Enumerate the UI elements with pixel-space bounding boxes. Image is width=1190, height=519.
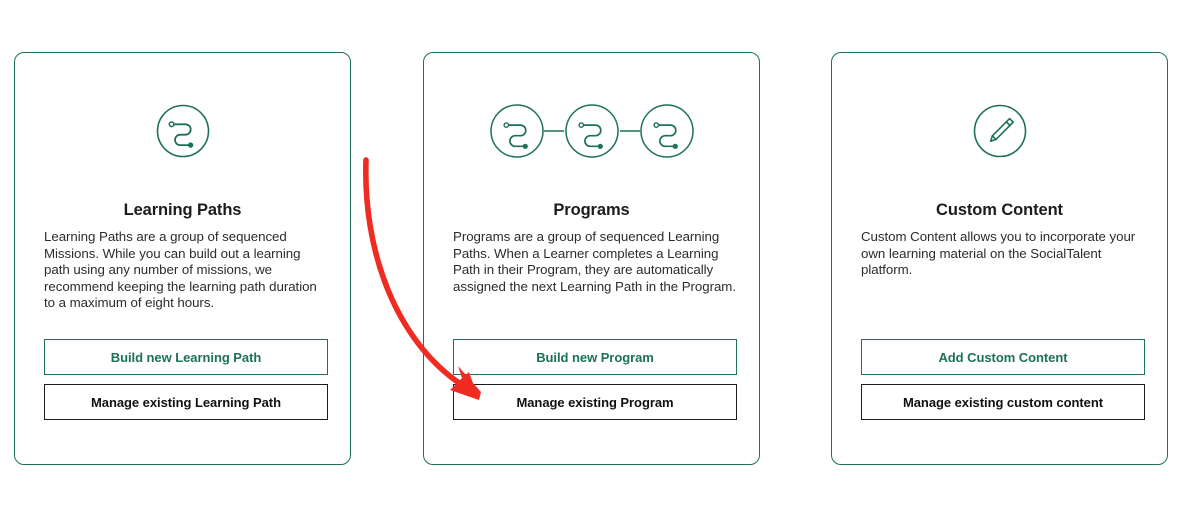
page-title: Custom Content bbox=[936, 201, 1063, 219]
card-programs: Programs Programs are a group of sequenc… bbox=[423, 52, 760, 465]
card-description: Learning Paths are a group of sequenced … bbox=[44, 229, 317, 311]
page-title: Programs bbox=[553, 201, 630, 219]
pencil-circle-icon bbox=[832, 95, 1167, 167]
card-custom-content: Custom Content Custom Content allows you… bbox=[831, 52, 1168, 465]
build-new-learning-path-button[interactable]: Build new Learning Path bbox=[44, 339, 328, 375]
manage-existing-learning-path-button[interactable]: Manage existing Learning Path bbox=[44, 384, 328, 420]
manage-existing-program-button[interactable]: Manage existing Program bbox=[453, 384, 737, 420]
add-custom-content-button[interactable]: Add Custom Content bbox=[861, 339, 1145, 375]
card-description: Programs are a group of sequenced Learni… bbox=[453, 229, 736, 294]
build-new-program-button[interactable]: Build new Program bbox=[453, 339, 737, 375]
card-learning-paths: Learning Paths Learning Paths are a grou… bbox=[14, 52, 351, 465]
page-title: Learning Paths bbox=[123, 201, 242, 219]
card-description: Custom Content allows you to incorporate… bbox=[861, 229, 1136, 278]
manage-existing-custom-content-button[interactable]: Manage existing custom content bbox=[861, 384, 1145, 420]
program-chain-icon bbox=[424, 95, 759, 167]
learning-path-node-icon bbox=[15, 95, 350, 167]
